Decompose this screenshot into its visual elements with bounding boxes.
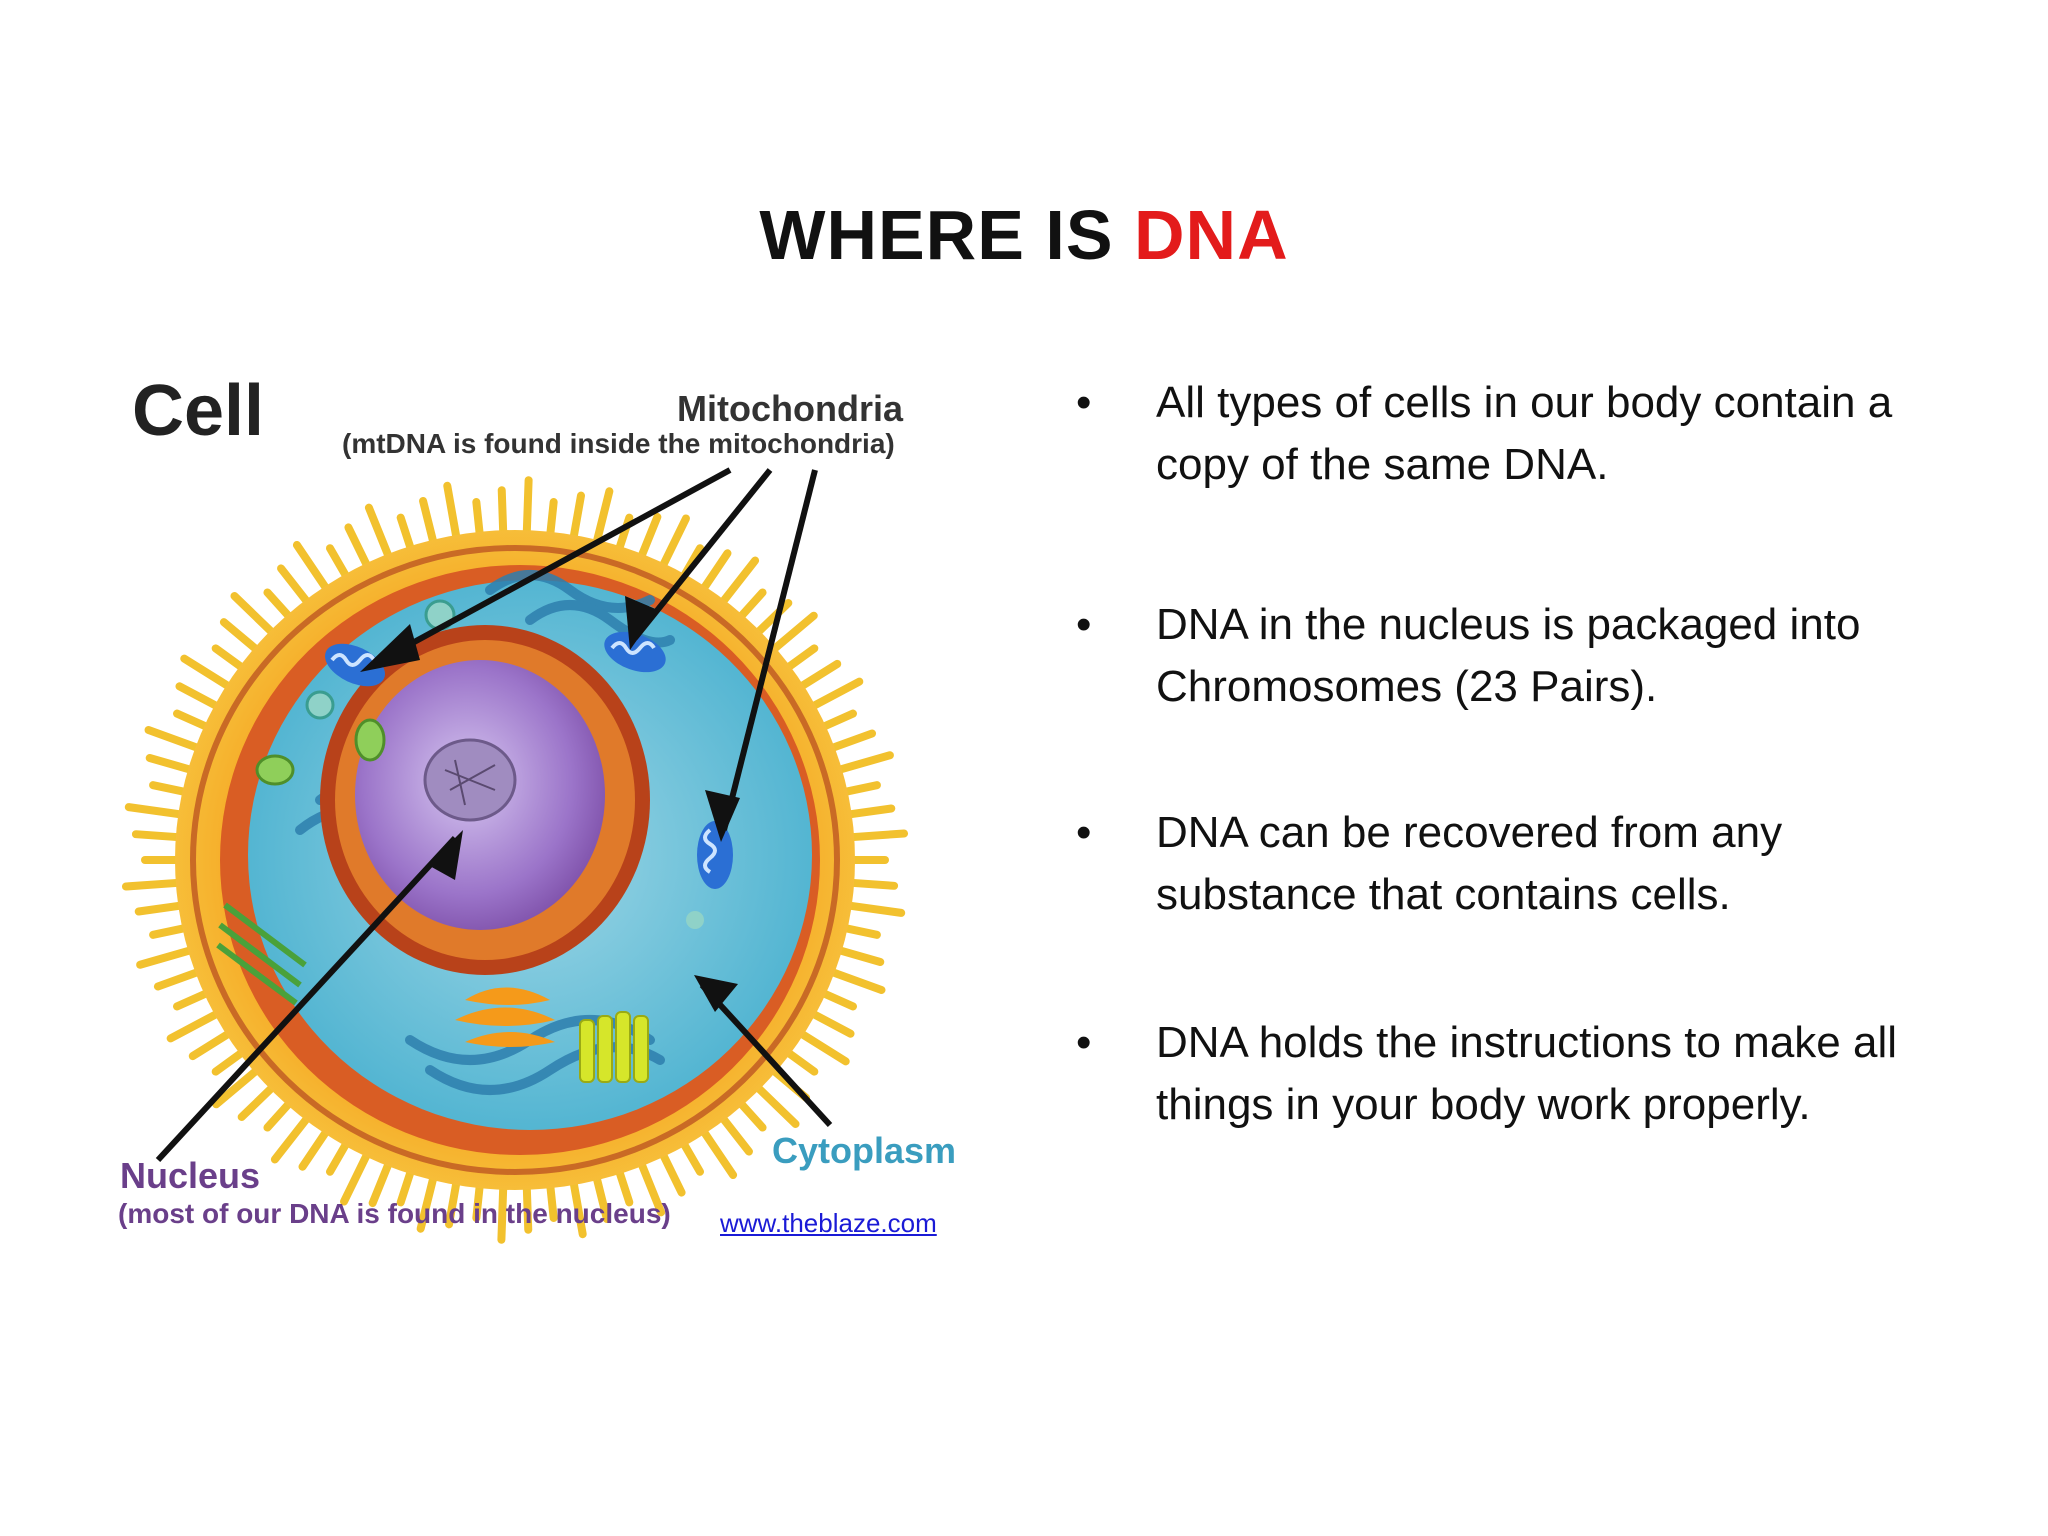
cilium — [416, 1166, 440, 1233]
bullet-marker: • — [1076, 1018, 1092, 1067]
mitochondria — [325, 631, 733, 889]
bullet-text: DNA can be recovered from any substance … — [1156, 808, 1783, 919]
cilium — [837, 900, 906, 917]
golgi — [455, 987, 555, 1047]
cilium — [763, 611, 818, 659]
bullet-marker: • — [1076, 600, 1092, 649]
label-mitochondria: Mitochondria — [677, 388, 903, 429]
cilium — [124, 803, 193, 820]
title-highlight: DNA — [1133, 195, 1289, 274]
label-cell: Cell — [132, 371, 265, 451]
cilium — [364, 503, 396, 568]
slide-title: WHERE IS DNA — [0, 195, 2048, 275]
cilium — [568, 1171, 587, 1239]
cilium — [840, 829, 909, 842]
bullet-text: DNA in the nucleus is packaged into Chro… — [1156, 600, 1861, 711]
centriole — [579, 1011, 649, 1083]
cilium — [821, 965, 886, 994]
cell-diagram: Cell Mitochondria (mtDNA is found inside… — [110, 360, 1030, 1260]
label-cytoplasm: Cytoplasm — [772, 1130, 957, 1171]
pointer-arrows — [155, 467, 833, 1163]
cilium — [270, 1108, 316, 1164]
bullet-text: All types of cells in our body contain a… — [1156, 378, 1893, 489]
cilium — [180, 654, 240, 695]
source-link[interactable]: www.theblaze.com — [720, 1208, 937, 1238]
title-prefix: WHERE IS — [759, 195, 1134, 274]
bullet-marker: • — [1076, 808, 1092, 857]
label-nucleus: Nucleus — [120, 1155, 261, 1196]
label-nucleus-note: (most of our DNA is found in the nucleus… — [118, 1198, 671, 1229]
cell-illustration — [121, 467, 909, 1244]
cilium — [655, 514, 690, 577]
arrow-heads — [360, 596, 740, 1012]
bullet-marker: • — [1076, 378, 1092, 427]
label-mitochondria-note: (mtDNA is found inside the mitochondria) — [342, 428, 895, 459]
cilium — [340, 1143, 375, 1206]
cilium — [121, 878, 190, 891]
bullet-text: DNA holds the instructions to make all t… — [1156, 1018, 1898, 1129]
